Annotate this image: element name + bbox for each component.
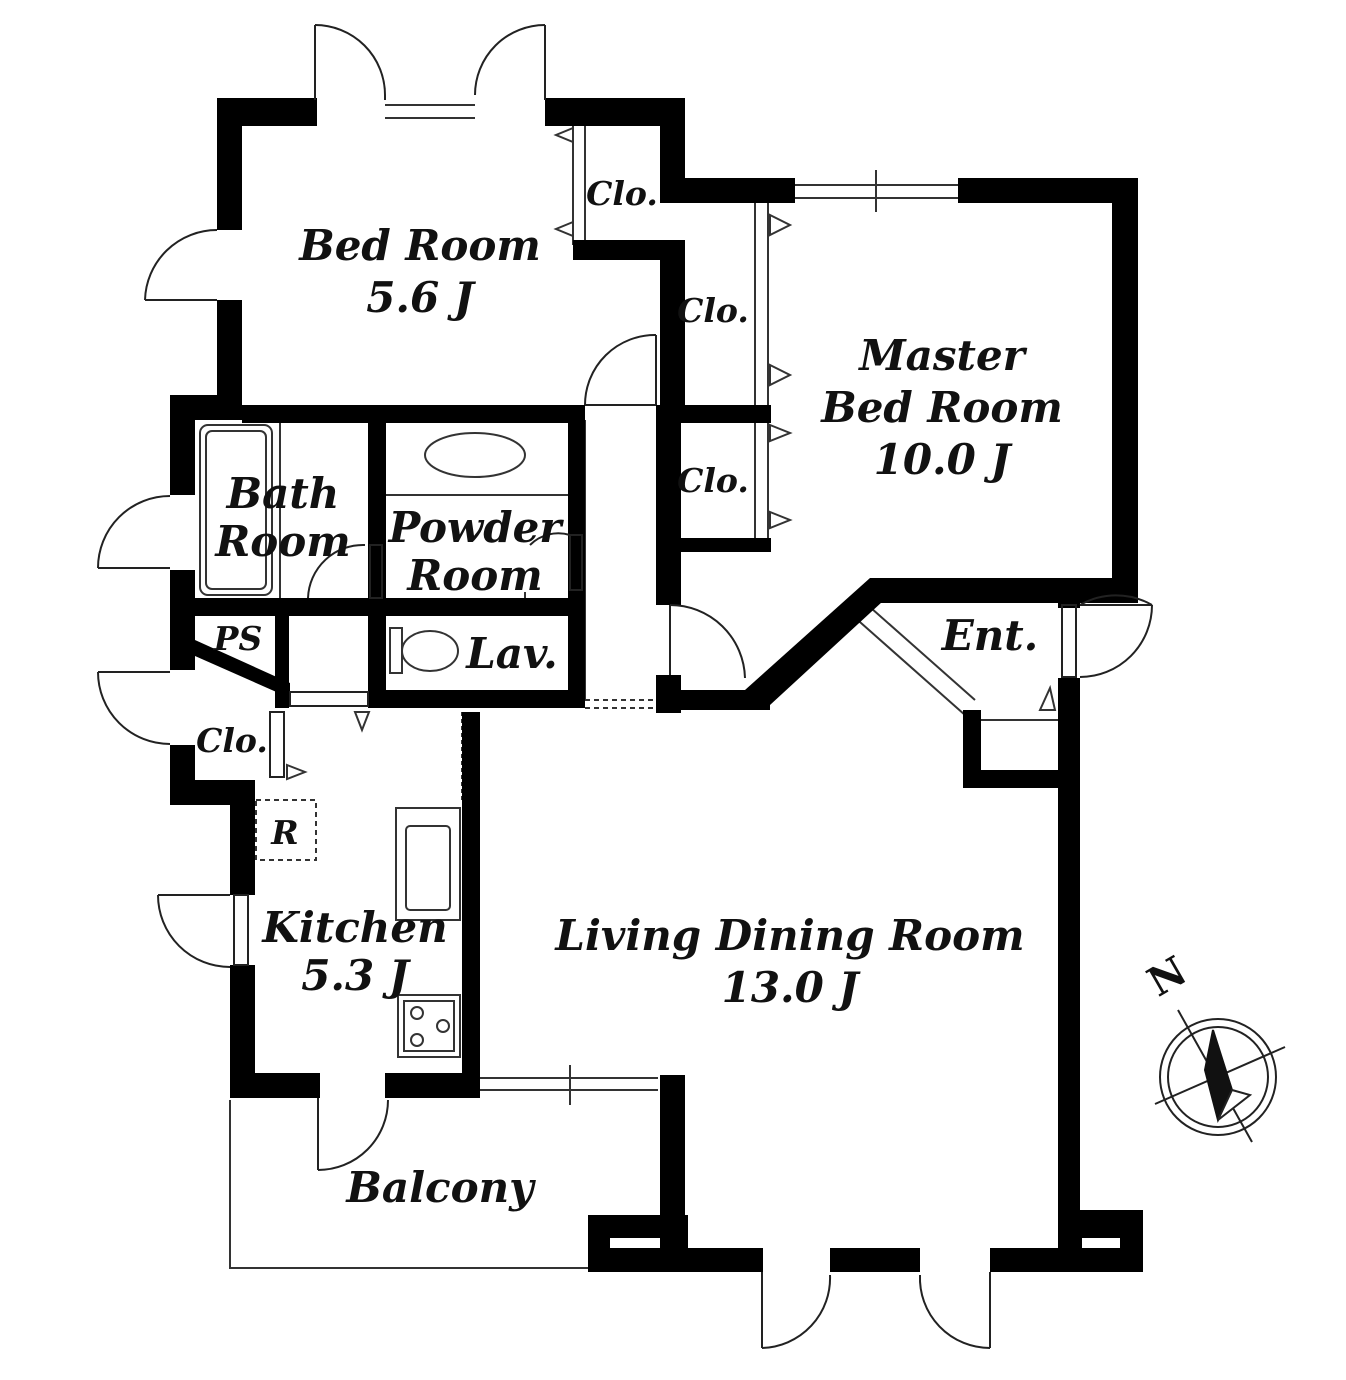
master-closet-upper-label: Clo.	[677, 291, 749, 330]
compass-north-label: N	[1140, 947, 1195, 1006]
living-dining-room-size: 13.0 J	[722, 963, 862, 1012]
compass: N	[1140, 947, 1286, 1143]
balcony-name: Balcony	[345, 1163, 536, 1212]
balcony-area	[229, 1100, 588, 1269]
powder-room-name-line2: Room	[406, 551, 542, 600]
bed-room-name: Bed Room	[298, 221, 541, 270]
master-bed-room-size: 10.0 J	[874, 435, 1014, 484]
bath-room-name-line2: Room	[214, 517, 350, 566]
living-dining-room-name: Living Dining Room	[554, 911, 1024, 960]
refrigerator-label: R	[270, 813, 298, 852]
kitchen-closet-label: Clo.	[196, 721, 268, 760]
wall-details	[610, 1238, 1120, 1248]
master-bed-room-name-line1: Master	[857, 331, 1027, 380]
walls	[170, 98, 1143, 1272]
bed-room-closet-label: Clo.	[586, 174, 658, 213]
entrance-name: Ent.	[941, 611, 1039, 660]
doors	[97, 24, 1153, 1350]
kitchen-name: Kitchen	[261, 903, 447, 952]
bath-room-name-line1: Bath	[226, 469, 340, 518]
master-closet-lower-label: Clo.	[677, 461, 749, 500]
lavatory-name: Lav.	[465, 629, 558, 678]
compass-icon	[1154, 1009, 1286, 1143]
room-labels: Bed Room 5.6 J Clo. Clo. Clo. Master Bed…	[196, 174, 1063, 1212]
bed-room-size: 5.6 J	[366, 273, 477, 322]
kitchen-size: 5.3 J	[301, 951, 412, 1000]
powder-room-name-line1: Powder	[388, 503, 565, 552]
pipe-space-name: PS	[213, 619, 263, 658]
master-bed-room-name-line2: Bed Room	[820, 383, 1063, 432]
